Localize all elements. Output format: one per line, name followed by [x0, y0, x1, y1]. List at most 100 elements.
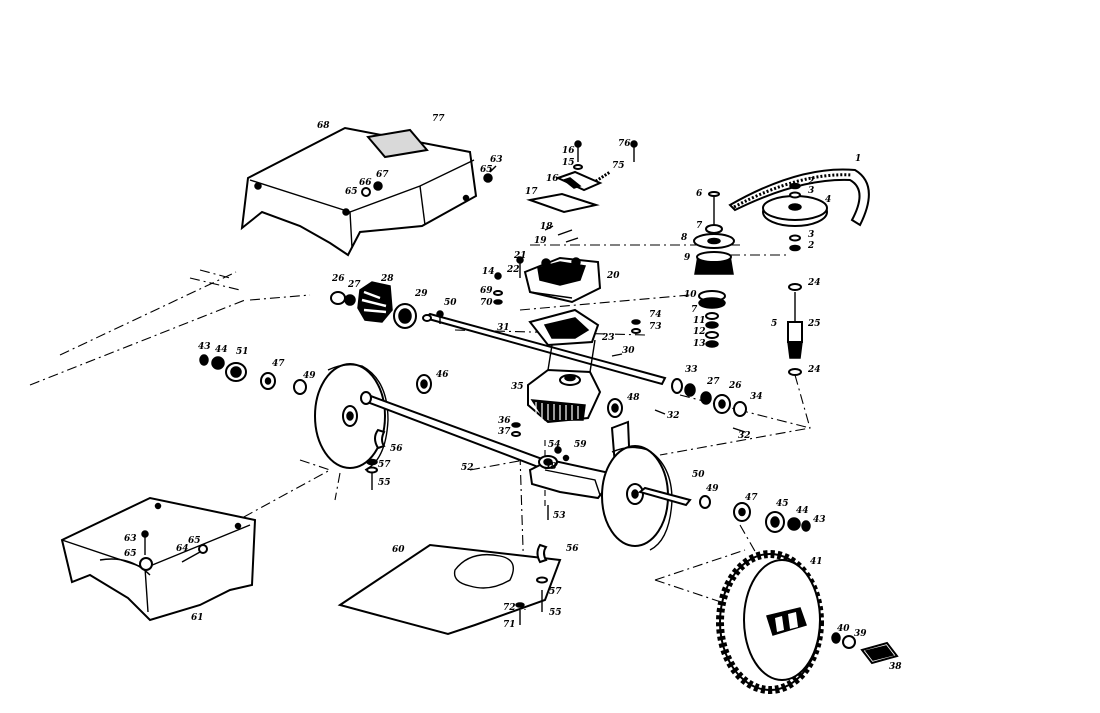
part-number-label: 39 — [854, 629, 867, 639]
part-number-label: 31 — [497, 323, 510, 333]
part-number-label: 34 — [750, 392, 763, 402]
long-axle-part — [422, 312, 667, 386]
part-number-label: 41 — [810, 557, 823, 567]
part-number-label: 55 — [378, 478, 391, 488]
part-number-label: 10 — [684, 290, 697, 300]
gearbox-housing-part — [523, 256, 602, 304]
part-number-label: 77 — [432, 114, 445, 124]
part-number-label: 3 — [808, 230, 814, 240]
part-number-label: 11 — [693, 316, 706, 326]
part-number-label: 21 — [513, 251, 527, 261]
part-number-label: 24 — [807, 365, 821, 375]
part-number-label: 36 — [498, 416, 511, 426]
part-number-label: 54 — [548, 440, 561, 450]
left-hub-components — [330, 281, 444, 329]
vertical-shaft-part — [787, 283, 803, 376]
wheel-cap-parts — [831, 632, 899, 665]
gearbox-left-fasteners — [493, 256, 524, 305]
part-number-label: 26 — [728, 381, 742, 391]
base-plate-part — [337, 543, 562, 636]
part-number-label: 2 — [807, 241, 814, 251]
part-number-label: 1 — [855, 154, 861, 164]
part-number-label: 46 — [436, 370, 449, 380]
part-number-label: 7 — [696, 221, 703, 231]
base-clip-part — [515, 543, 548, 625]
part-number-label: 27 — [347, 280, 361, 290]
part-number-label: 15 — [562, 158, 575, 168]
part-number-label: 65 — [188, 536, 201, 546]
part-number-label: 33 — [685, 365, 698, 375]
part-number-label: 59 — [574, 440, 587, 450]
part-number-label: 52 — [461, 463, 474, 473]
part-number-label: 24 — [807, 278, 821, 288]
rear-cover-part — [240, 126, 478, 257]
part-number-label: 19 — [534, 236, 547, 246]
part-number-label: 4 — [825, 195, 831, 205]
part-number-label: 50 — [692, 470, 705, 480]
part-number-label: 43 — [813, 515, 826, 525]
part-number-label: 48 — [627, 393, 640, 403]
part-number-label: 40 — [837, 624, 850, 634]
part-number-label: 12 — [693, 327, 706, 337]
part-number-label: 30 — [622, 346, 635, 356]
part-number-label: 32 — [667, 411, 680, 421]
part-number-label: 57 — [549, 587, 562, 597]
part-number-label: 47 — [745, 493, 758, 503]
part-number-label: 16 — [546, 174, 559, 184]
part-number-label: 75 — [612, 161, 625, 171]
part-number-label: 76 — [618, 139, 631, 149]
left-wheel-part — [314, 363, 389, 471]
lower-pulley-stack-part — [698, 290, 726, 348]
part-number-label: 61 — [191, 613, 204, 623]
part-number-label: 8 — [681, 233, 688, 243]
part-number-label: 16 — [562, 146, 575, 156]
part-number-label: 20 — [606, 271, 620, 281]
pulley-stack-part — [693, 191, 735, 275]
part-number-label: 57 — [378, 460, 391, 470]
part-number-label: 23 — [601, 333, 615, 343]
part-number-label: 38 — [889, 662, 902, 672]
part-number-label: 13 — [693, 339, 706, 349]
front-cover-fasteners — [141, 530, 208, 563]
large-pulley-part — [762, 182, 828, 252]
front-cover-part — [60, 496, 257, 622]
part-number-label: 58 — [544, 462, 557, 472]
part-number-label: 67 — [376, 170, 389, 180]
part-number-label: 43 — [198, 342, 211, 352]
gasket-part — [528, 308, 600, 347]
part-number-label: 3 — [808, 186, 814, 196]
part-number-label: 44 — [215, 345, 228, 355]
part-number-label: 65 — [480, 165, 493, 175]
part-number-label: 47 — [272, 359, 285, 369]
gearbox-lower-part — [527, 339, 602, 424]
drive-belt-part — [728, 168, 870, 227]
part-number-label: 5 — [771, 319, 777, 329]
part-number-label: 26 — [331, 274, 345, 284]
part-number-label: 49 — [706, 484, 719, 494]
part-number-label: 65 — [124, 549, 137, 559]
part-number-label: 56 — [390, 444, 403, 454]
part-number-label: 32 — [738, 431, 751, 441]
part-number-label: 51 — [236, 347, 249, 357]
part-number-label: 60 — [392, 545, 405, 555]
part-number-label: 53 — [553, 511, 566, 521]
left-wheel-fasteners — [199, 354, 307, 395]
rear-wheel-part — [716, 550, 824, 694]
part-number-label: 68 — [317, 121, 330, 131]
part-number-label: 18 — [540, 222, 553, 232]
part-number-label: 14 — [482, 267, 495, 277]
part-number-label: 72 — [503, 603, 516, 613]
gearbox-top-parts — [526, 140, 638, 243]
part-number-label: 9 — [684, 253, 691, 263]
part-number-label: 63 — [124, 534, 137, 544]
right-hub-components — [654, 378, 747, 433]
part-number-label: 74 — [649, 310, 662, 320]
part-number-label: 27 — [706, 377, 720, 387]
left-clip-part — [366, 428, 386, 490]
part-number-label: 2 — [807, 177, 814, 187]
part-number-label: 69 — [480, 286, 493, 296]
part-number-label: 29 — [414, 289, 428, 299]
part-number-label: 35 — [511, 382, 524, 392]
part-number-label: 70 — [480, 298, 493, 308]
